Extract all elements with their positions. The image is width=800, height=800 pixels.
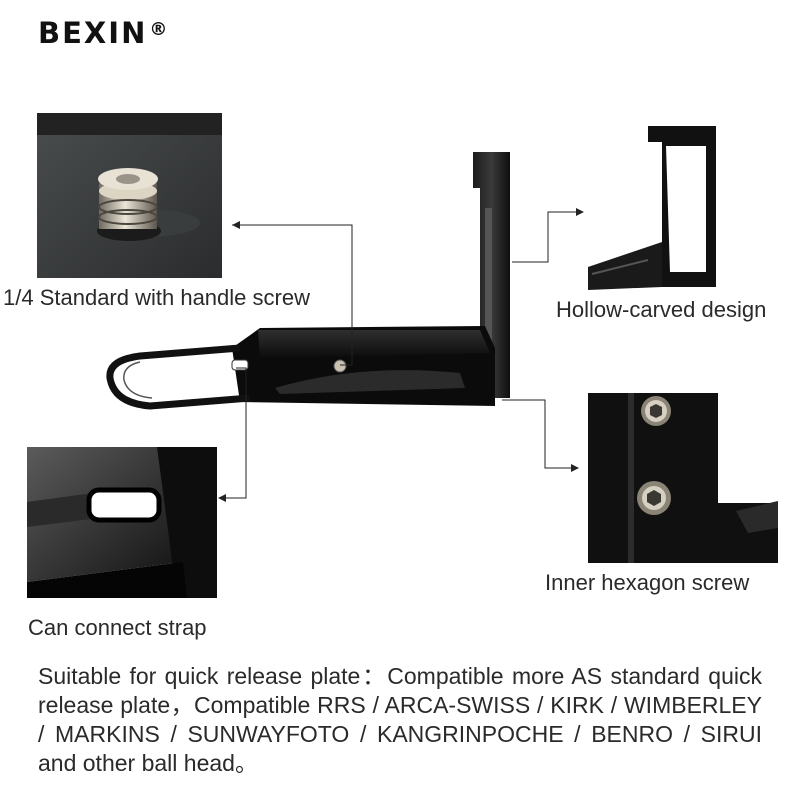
callout-hollow-label: Hollow-carved design <box>556 297 767 322</box>
callout-strap-label: Can connect strap <box>28 615 207 640</box>
brand-name: BEXIN <box>38 16 148 50</box>
hex-screw-photo <box>588 393 778 563</box>
callout-screw-label: 1/4 Standard with handle screw <box>3 285 310 310</box>
leader-hollow <box>512 211 580 263</box>
brand-logo: BEXIN® <box>38 16 169 50</box>
screw-detail-photo <box>37 113 222 278</box>
l-bracket-product-image <box>100 148 520 418</box>
registered-mark: ® <box>149 19 170 40</box>
strap-slot-photo <box>27 432 217 598</box>
hex-screw-upper <box>641 396 671 426</box>
callout-hex-label: Inner hexagon screw <box>545 570 750 595</box>
hollow-design-photo <box>588 122 723 292</box>
hex-screw-lower <box>637 481 671 515</box>
compatibility-description: Suitable for quick release plate：Compati… <box>38 663 762 776</box>
